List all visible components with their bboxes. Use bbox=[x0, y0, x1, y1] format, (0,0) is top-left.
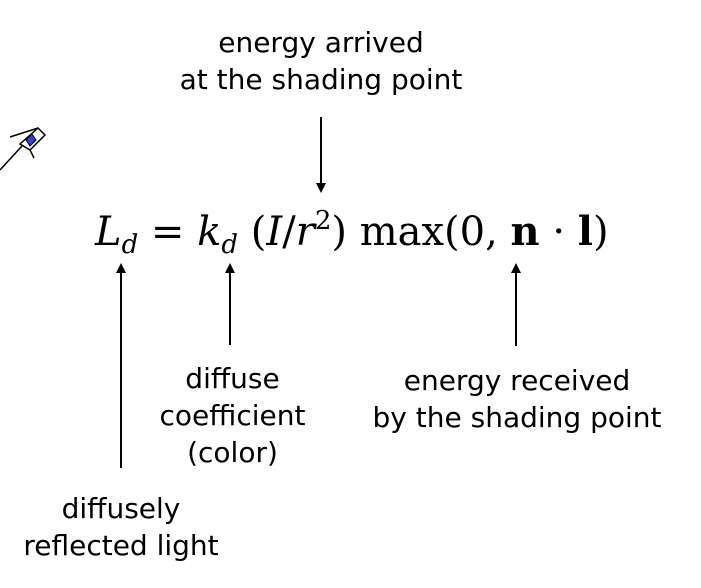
formula-end-paren: ) bbox=[592, 209, 609, 255]
shading-formula: Ld = kd (I/r2) max(0, n · l) bbox=[95, 206, 609, 260]
formula-n: n bbox=[510, 208, 540, 255]
formula-equals: = bbox=[138, 209, 198, 255]
pen-cursor-icon bbox=[0, 126, 47, 171]
formula-r: r bbox=[295, 209, 315, 255]
formula-dot: · bbox=[539, 209, 578, 255]
formula-r-sup: 2 bbox=[314, 206, 332, 236]
formula-k: k bbox=[197, 209, 222, 255]
formula-k-sub: d bbox=[221, 230, 239, 260]
formula-slash: / bbox=[282, 209, 296, 255]
formula-open-paren: ( bbox=[238, 209, 267, 255]
label-energy-received: energy received by the shading point bbox=[372, 364, 662, 434]
formula-L: L bbox=[95, 209, 122, 255]
label-diffuse-coefficient: diffuse coefficient (color) bbox=[159, 362, 306, 469]
formula-L-sub: d bbox=[121, 230, 139, 260]
formula-max: max(0, bbox=[346, 209, 511, 255]
label-energy-arrived: energy arrived at the shading point bbox=[179, 26, 463, 96]
label-diffusely-reflected: diffusely reflected light bbox=[23, 492, 219, 562]
formula-I: I bbox=[266, 209, 283, 255]
formula-close-paren: ) bbox=[331, 209, 347, 255]
formula-l: l bbox=[577, 208, 593, 255]
